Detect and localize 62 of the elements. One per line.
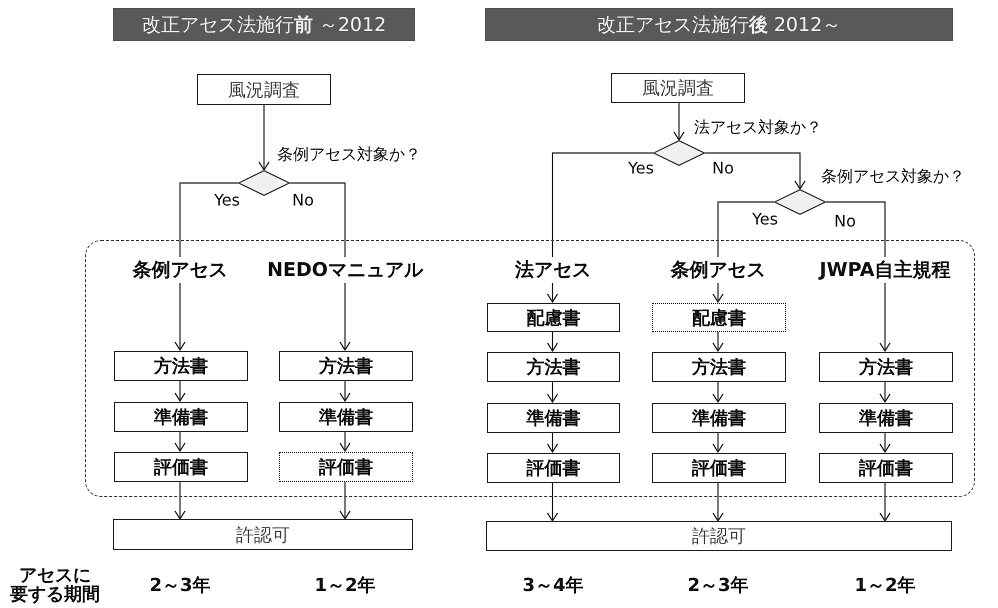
row-heading: アセスに要する期間 bbox=[10, 567, 100, 605]
duration-text: 1～2年 bbox=[854, 574, 916, 597]
document-box: 方法書 bbox=[819, 352, 953, 382]
arrow bbox=[546, 152, 653, 303]
arrow bbox=[339, 431, 351, 452]
arrow bbox=[546, 482, 558, 522]
decision-diamond bbox=[653, 140, 705, 166]
document-box: 準備書 bbox=[114, 402, 248, 432]
arrow bbox=[673, 103, 685, 141]
arrow bbox=[712, 432, 724, 453]
arrow bbox=[174, 380, 186, 402]
arrow bbox=[712, 331, 724, 352]
optional-document-box: 評価書 bbox=[279, 452, 413, 482]
document-box: 準備書 bbox=[652, 403, 786, 433]
document-box: 方法書 bbox=[652, 352, 786, 382]
document-box: 評価書 bbox=[652, 453, 786, 483]
process-box: 許認可 bbox=[486, 521, 952, 551]
process-box: 許認可 bbox=[113, 519, 413, 550]
column-heading: JWPA自主規程 bbox=[818, 257, 952, 283]
arrow bbox=[705, 152, 806, 190]
process-box: 風況調査 bbox=[197, 74, 331, 105]
document-box: 方法書 bbox=[279, 351, 413, 381]
document-box: 評価書 bbox=[819, 453, 953, 483]
question-text: 法アセス対象か？ bbox=[694, 118, 822, 138]
column-heading: 条例アセス bbox=[670, 257, 766, 283]
arrow bbox=[879, 482, 891, 522]
arrow bbox=[174, 481, 186, 520]
column-heading: 法アセス bbox=[514, 257, 592, 283]
arrow bbox=[290, 182, 351, 351]
document-box: 配慮書 bbox=[487, 303, 620, 332]
arrow bbox=[712, 381, 724, 403]
document-box: 準備書 bbox=[487, 403, 620, 433]
header-band: 改正アセス法施行前 ～2012 bbox=[113, 8, 415, 41]
arrow bbox=[339, 380, 351, 402]
arrow bbox=[339, 481, 351, 520]
arrow bbox=[258, 105, 270, 171]
decision-diamond bbox=[238, 170, 290, 196]
document-box: 評価書 bbox=[114, 452, 248, 482]
arrow bbox=[712, 482, 724, 522]
document-box: 準備書 bbox=[819, 403, 953, 433]
column-heading: NEDOマニュアル bbox=[266, 257, 424, 283]
document-box: 準備書 bbox=[279, 402, 413, 432]
arrow bbox=[879, 432, 891, 453]
duration-text: 2～3年 bbox=[149, 574, 211, 597]
document-box: 方法書 bbox=[114, 351, 248, 381]
document-box: 評価書 bbox=[487, 453, 620, 483]
question-text: 条例アセス対象か？ bbox=[821, 166, 965, 188]
document-box: 方法書 bbox=[487, 352, 620, 382]
arrow bbox=[546, 381, 558, 403]
duration-text: 3～4年 bbox=[522, 574, 584, 597]
duration-text: 2～3年 bbox=[687, 574, 749, 597]
arrow bbox=[879, 381, 891, 403]
arrow bbox=[546, 331, 558, 352]
question-text: 条例アセス対象か？ bbox=[277, 144, 421, 166]
arrow bbox=[174, 182, 238, 351]
arrow bbox=[174, 431, 186, 452]
arrow bbox=[546, 432, 558, 453]
optional-document-box: 配慮書 bbox=[652, 303, 786, 332]
process-box: 風況調査 bbox=[611, 73, 745, 103]
header-band: 改正アセス法施行後 2012～ bbox=[485, 8, 953, 41]
column-heading: 条例アセス bbox=[132, 257, 228, 283]
duration-text: 1～2年 bbox=[314, 574, 376, 597]
